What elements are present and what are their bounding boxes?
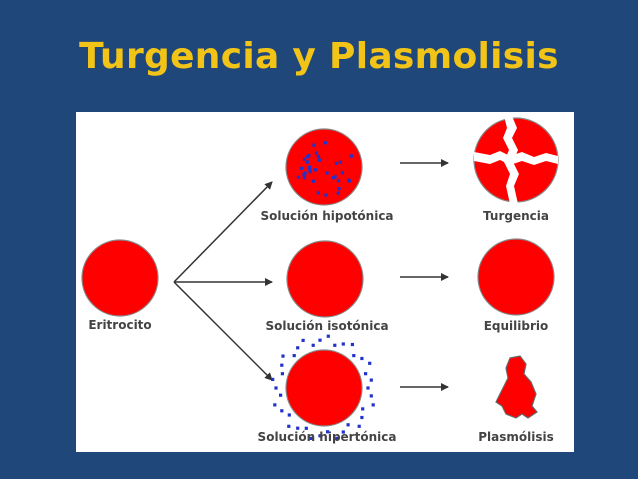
solute-particle	[325, 171, 329, 175]
burst-cell	[473, 116, 559, 204]
solute-particle	[336, 179, 341, 183]
solute-particle	[323, 141, 327, 145]
shrunken-cell	[495, 355, 538, 419]
solute-particle	[318, 338, 322, 342]
turgencia-label: Turgencia	[483, 209, 549, 223]
solute-particle	[352, 354, 356, 358]
plasmolisis-label: Plasmólisis	[478, 430, 554, 444]
solute-particle	[335, 436, 339, 440]
solute-particle	[360, 356, 364, 361]
solute-particle	[280, 409, 284, 413]
solute-particle	[308, 168, 312, 172]
solute-particle	[311, 179, 315, 183]
solute-particle	[361, 407, 365, 411]
solute-particle	[303, 171, 307, 175]
isotonic-label: Solución isotónica	[265, 319, 389, 333]
solute-particle	[369, 394, 373, 398]
solute-particle	[305, 160, 310, 164]
solute-particle	[302, 173, 306, 177]
solute-particle	[308, 170, 312, 174]
solute-particle	[296, 346, 300, 350]
solute-particle	[281, 354, 285, 358]
solute-particle	[296, 175, 301, 179]
arrow-to-hypertonic	[173, 281, 273, 381]
solute-particle	[301, 338, 305, 342]
solute-particle	[326, 334, 330, 338]
solute-particle	[334, 161, 339, 165]
arrow-to-hypotonic	[173, 181, 273, 283]
solute-particle	[316, 154, 320, 159]
hypotonic-label: Solución hipotónica	[260, 209, 394, 223]
solute-particle	[341, 430, 345, 434]
solute-particle	[273, 403, 277, 407]
solute-particle	[317, 158, 321, 162]
solute-particle	[318, 434, 322, 438]
solute-particle	[307, 153, 311, 158]
solute-particle	[324, 193, 328, 197]
solute-particle	[333, 343, 337, 347]
solute-particle	[271, 377, 275, 381]
solute-particle	[312, 143, 316, 147]
solute-particle	[316, 191, 320, 195]
solute-particle	[280, 372, 284, 376]
solute-particle	[314, 151, 319, 155]
solute-particle	[307, 165, 312, 169]
solute-particle	[287, 424, 291, 428]
solute-particle	[287, 413, 291, 417]
page-title: Turgencia y Plasmolisis	[79, 36, 559, 77]
solute-particle	[300, 166, 304, 170]
solute-particle	[292, 354, 296, 358]
solute-particle	[304, 426, 308, 430]
solute-particle	[368, 361, 372, 365]
solute-particle	[302, 176, 307, 180]
solute-particle	[357, 424, 361, 428]
solute-particle	[350, 342, 354, 347]
solute-particle	[313, 168, 317, 172]
solute-particle	[331, 176, 335, 180]
solute-particle	[311, 343, 315, 347]
solute-particle	[371, 403, 375, 407]
solute-particle	[364, 372, 368, 376]
solute-particle	[274, 386, 278, 390]
solute-particle	[341, 342, 345, 346]
solute-particle	[296, 426, 300, 430]
solute-particle	[369, 378, 373, 382]
hypertonic-cell	[285, 349, 363, 427]
solute-particle	[340, 171, 344, 175]
osmosis-diagram: Eritrocito Solución hipotónica Solución …	[76, 112, 574, 452]
solute-particle	[336, 191, 340, 195]
solute-particle	[337, 187, 341, 191]
solute-particle	[302, 157, 307, 161]
equilibrio-label: Equilibrio	[483, 319, 549, 333]
solute-particle	[333, 175, 337, 179]
isotonic-cell	[286, 240, 364, 318]
solute-particles-outside	[271, 334, 375, 440]
solute-particle	[309, 436, 313, 440]
solute-particle	[366, 386, 370, 390]
solute-particle	[338, 160, 342, 164]
erythrocyte-cell	[81, 239, 159, 317]
solute-particle	[279, 393, 283, 397]
solute-particle	[349, 154, 353, 158]
solute-particle	[347, 179, 351, 183]
diagram-canvas	[81, 116, 559, 440]
equilibrium-cell	[477, 238, 555, 316]
solute-particle	[360, 415, 364, 420]
solute-particles-inside	[296, 141, 353, 197]
solute-particle	[326, 430, 330, 434]
erythrocyte-label: Eritrocito	[88, 318, 152, 332]
solute-particle	[280, 363, 284, 367]
hypertonic-label: Solución hipertónica	[257, 430, 397, 444]
solute-particle	[346, 423, 350, 427]
hypotonic-cell	[285, 128, 363, 206]
